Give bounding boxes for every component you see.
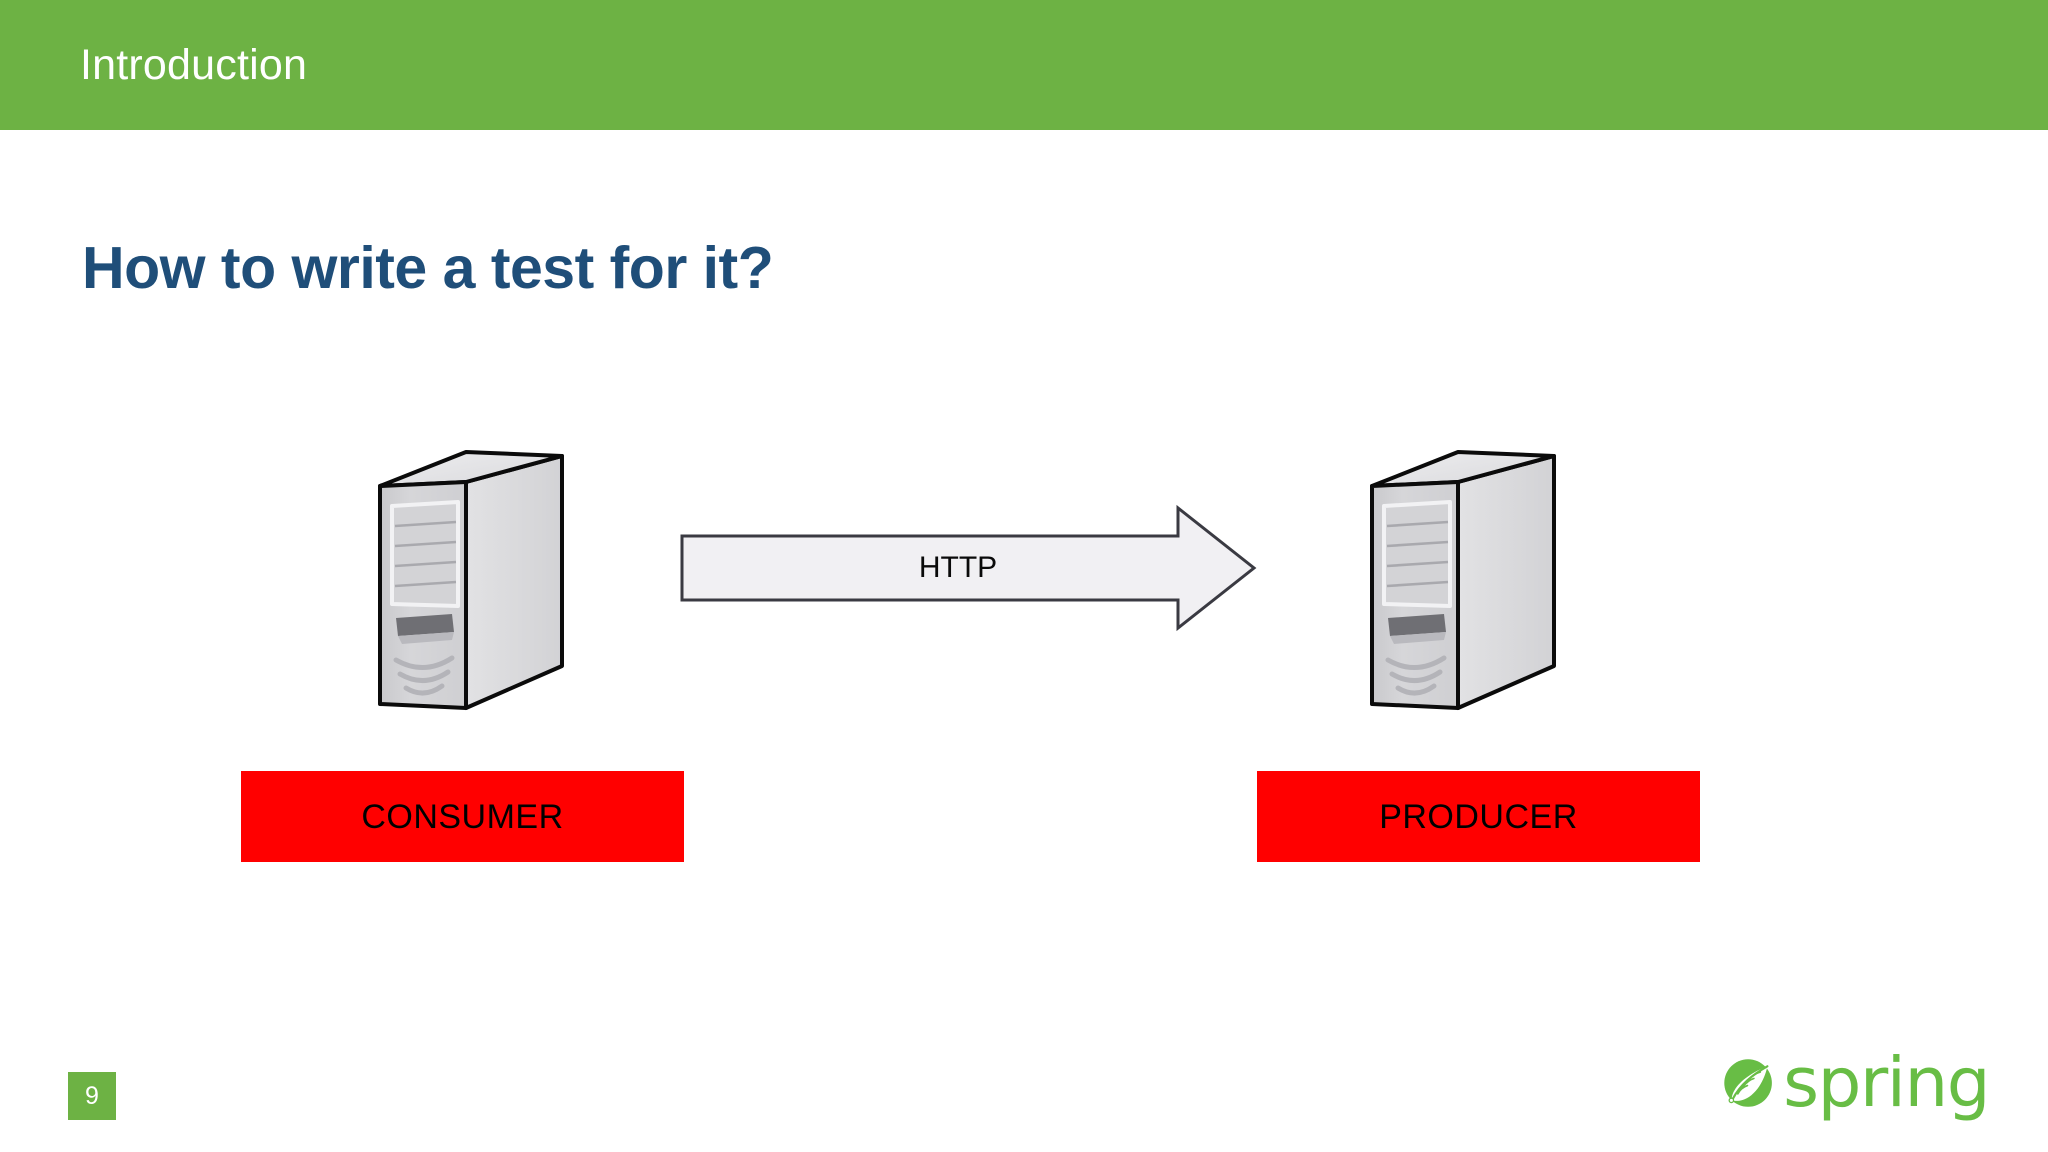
spring-wordmark: spring: [1783, 1042, 1990, 1123]
spring-leaf-icon: [1724, 1059, 1772, 1107]
server-tower-icon-producer: [1358, 420, 1578, 720]
server-tower-icon-consumer: [366, 420, 586, 720]
page-number-badge: 9: [68, 1072, 116, 1120]
section-label: Introduction: [80, 41, 308, 89]
spring-logo: spring: [1723, 1042, 1990, 1123]
header-band: Introduction: [0, 0, 2048, 130]
http-arrow-label: HTTP: [918, 551, 998, 584]
page-title: How to write a test for it?: [82, 234, 774, 301]
node-box-consumer: CONSUMER: [241, 771, 684, 862]
node-box-producer: PRODUCER: [1257, 771, 1700, 862]
http-arrow: [678, 500, 1258, 636]
